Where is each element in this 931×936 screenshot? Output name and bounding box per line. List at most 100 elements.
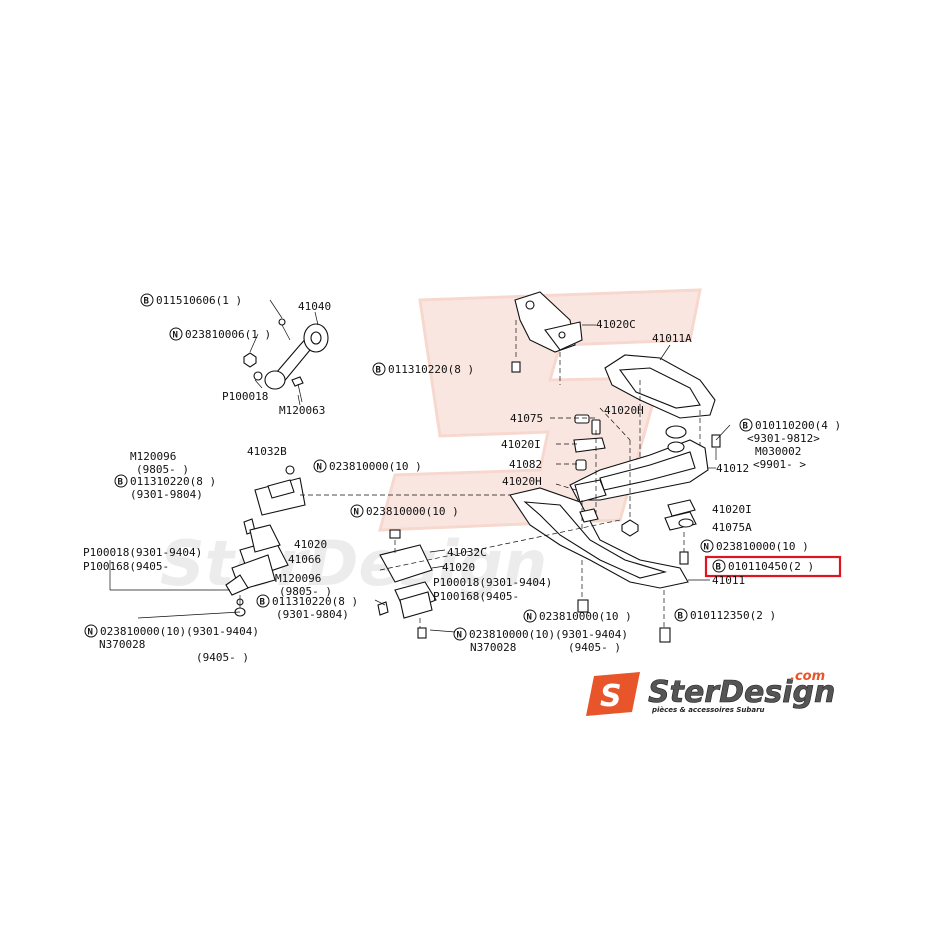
callout-label: 023810000(10 ) [539,610,632,623]
crossmember-41012 [569,425,716,501]
label-p100018-center: P100018(9301-9404) [433,576,552,589]
nut-code-icon [350,504,364,518]
label-p100018: P100018 [222,390,268,403]
callout-label: 010110200(4 ) [755,419,841,432]
callout-label: 023810000(10)(9301-9404) [100,625,259,638]
callout-023810006: N 023810006(1 ) [169,327,271,341]
callout-label: 023810006(1 ) [185,328,271,341]
brand-logo: S SterDesign .com pièces & accessoires S… [586,669,836,716]
label-41020i-right: 41020I [712,503,752,516]
mount-stack-right [577,424,731,643]
label-41020i: 41020I [501,438,541,451]
highlight-box [704,555,842,578]
svg-text:SterDesign: SterDesign [160,527,547,600]
callout-011310220-top: B 011310220(8 ) [372,362,474,376]
logo-badge-letter: S [600,679,622,714]
callout-date-range: (9301-9804) [276,608,349,621]
callout-alt-part: N370028 [99,638,145,651]
bolt-code-icon [674,608,688,622]
label-m120096-mid: M120096 [275,572,321,585]
callout-label: 011510606(1 ) [156,294,242,307]
callout-label: 023810000(10 ) [716,540,809,553]
callout-alt-part: N370028 [470,641,516,654]
callout-010112350: B 010112350(2 ) [674,608,776,622]
label-date-range: (9805- ) [279,585,332,598]
callout-011310220-mid: B 011310220(8 ) (9301-9804) [256,594,358,621]
label-41082: 41082 [509,458,542,471]
callout-label: 011310220(8 ) [272,595,358,608]
crossmember-41011a [604,344,716,460]
callout-010110450-highlighted[interactable]: B 010110450(2 ) [704,555,842,578]
label-41011a: 41011A [652,332,692,345]
callout-label: 023810000(10 ) [329,460,422,473]
label-41020-center: 41020 [442,561,475,574]
callout-date-range: (9301-9804) [130,488,203,501]
torque-rod-group [243,299,329,406]
callout-010110200: B 010110200(4 ) <9301-9812> M030002 <990… [739,418,841,471]
callout-code: B [144,297,150,307]
label-41020c: 41020C [596,318,636,331]
logo-dotcom: .com [790,669,825,684]
callout-code: N [317,463,322,473]
label-41066: 41066 [288,553,321,566]
callout-023810000-center-top: N 023810000(10 ) [350,504,459,518]
nut-code-icon [523,609,537,623]
alignment-line [379,519,621,571]
callout-code: N [527,613,532,623]
callout-011510606: B 011510606(1 ) [140,293,242,307]
bolt-code-icon [140,293,154,307]
label-p100168-left: P100168(9405- [83,560,169,573]
callout-label: 010110450(2 ) [728,560,814,573]
callout-023810000-left-top: N 023810000(10 ) [313,459,422,473]
callout-023810000-left-bottom: N 023810000(10)(9301-9404) N370028 (9405… [84,624,259,664]
callout-code: B [743,422,749,432]
label-41020h-top: 41020H [604,404,644,417]
nut-code-icon [313,459,327,473]
callout-date-range: <9901- > [753,458,806,471]
nut-code-icon [700,539,714,553]
callout-code: B [260,598,266,608]
callout-023810000-right: N 023810000(10 ) [700,539,809,553]
engine-mount-center [374,529,456,639]
bolt-code-icon [372,362,386,376]
logo-badge-icon [586,672,640,716]
label-41012: 41012 [716,462,749,475]
engine-mount-left [109,465,306,619]
callout-label: 010112350(2 ) [690,609,776,622]
callout-label: 011310220(8 ) [388,363,474,376]
label-41020h: 41020H [502,475,542,488]
label-p100168-center: P100168(9405- [433,590,519,603]
callout-code: B [716,563,722,573]
callout-code: N [704,543,709,553]
label-41040: 41040 [298,300,331,313]
callout-023810000-bottom: N 023810000(10 ) [523,609,632,623]
nut-code-icon [453,627,467,641]
callout-code: B [118,478,124,488]
callout-code: N [88,628,93,638]
label-41011: 41011 [712,574,745,587]
callout-label: 023810000(10)(9301-9404) [469,628,628,641]
mount-stack-center [550,407,631,530]
logo-tagline: pièces & accessoires Subaru [651,706,765,714]
callout-code: N [173,331,178,341]
nut-code-icon [84,624,98,638]
callout-code: B [678,612,684,622]
watermark-text: SterDesign [160,527,547,600]
bolt-code-icon [712,559,726,573]
label-41075a: 41075A [712,521,752,534]
label-m120063: M120063 [279,404,325,417]
callout-label: 023810000(10 ) [366,505,459,518]
callout-label: 011310220(8 ) [130,475,216,488]
label-date-range: (9805- ) [136,463,189,476]
label-41032b: 41032B [247,445,287,458]
label-m120096: M120096 [130,450,176,463]
logo-name: SterDesign [648,675,835,710]
callout-date-range: <9301-9812> [747,432,820,445]
bolt-code-icon [739,418,753,432]
callout-code: N [457,631,462,641]
label-41075: 41075 [510,412,543,425]
label-41020-left: 41020 [294,538,327,551]
callout-date-range: (9405- ) [196,651,249,664]
